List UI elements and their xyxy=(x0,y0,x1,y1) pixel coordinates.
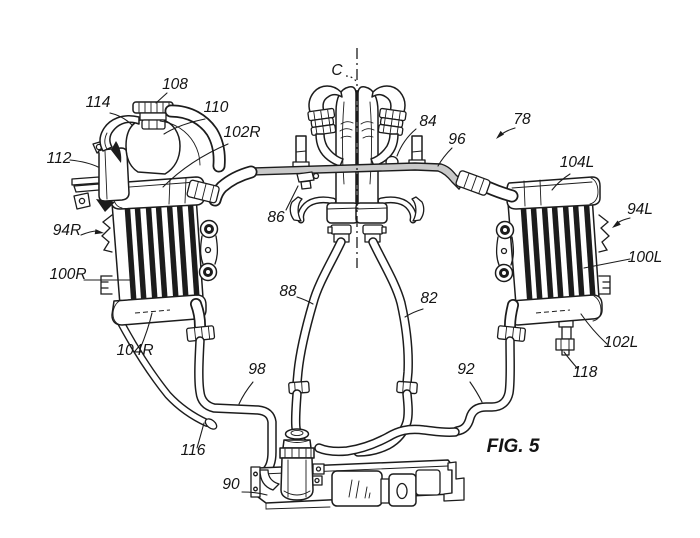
filler-cap xyxy=(132,101,174,130)
pump-cylinder xyxy=(279,428,315,501)
ref-96: 96 xyxy=(448,131,466,148)
hose-116 xyxy=(116,317,218,430)
ref-104R: 104R xyxy=(116,342,153,359)
right-oil-cooler xyxy=(452,176,611,436)
ref-92: 92 xyxy=(457,361,475,378)
ref-118: 118 xyxy=(573,364,598,381)
ref-102R: 102R xyxy=(223,124,260,141)
ref-104L: 104L xyxy=(560,154,594,171)
ref-114: 114 xyxy=(86,94,111,111)
ref-112: 112 xyxy=(47,150,72,167)
left-oil-cooler xyxy=(100,176,277,477)
ref-86: 86 xyxy=(267,209,285,226)
hose-92-over-pump xyxy=(314,424,460,457)
ref-82: 82 xyxy=(420,290,438,307)
centerline-label: C xyxy=(331,62,343,79)
centerline-leader xyxy=(345,75,358,83)
expansion-tank-assembly xyxy=(71,101,258,212)
ref-78: 78 xyxy=(513,111,531,128)
ref-98: 98 xyxy=(248,361,266,378)
ref-100R: 100R xyxy=(49,266,86,283)
ref-90: 90 xyxy=(222,476,240,493)
ref-94L: 94L xyxy=(627,201,653,218)
ref-88: 88 xyxy=(279,283,297,300)
hose-92 xyxy=(452,336,515,436)
reference-numerals: 108 114 110 102R 112 94R 100R 104R 116 9… xyxy=(47,62,663,493)
ref-116: 116 xyxy=(181,442,206,459)
ref-108: 108 xyxy=(162,76,188,93)
figure-caption: FIG. 5 xyxy=(487,436,540,457)
ref-100L: 100L xyxy=(628,249,662,266)
hose-82 xyxy=(353,237,418,457)
left-injector-fitting xyxy=(307,107,337,136)
bleed-fitting xyxy=(296,171,320,190)
ref-110: 110 xyxy=(204,99,229,116)
leader-lines xyxy=(69,92,631,496)
ref-94R: 94R xyxy=(53,222,81,239)
crossbar-tube xyxy=(251,162,465,191)
hose-88 xyxy=(288,237,346,448)
coolant-pump-assembly xyxy=(250,424,465,510)
ref-102L: 102L xyxy=(604,334,638,351)
right-inlet-coupling xyxy=(455,170,519,203)
ref-84: 84 xyxy=(419,113,437,130)
hose-98 xyxy=(194,336,277,477)
right-injector-fitting xyxy=(377,107,407,136)
